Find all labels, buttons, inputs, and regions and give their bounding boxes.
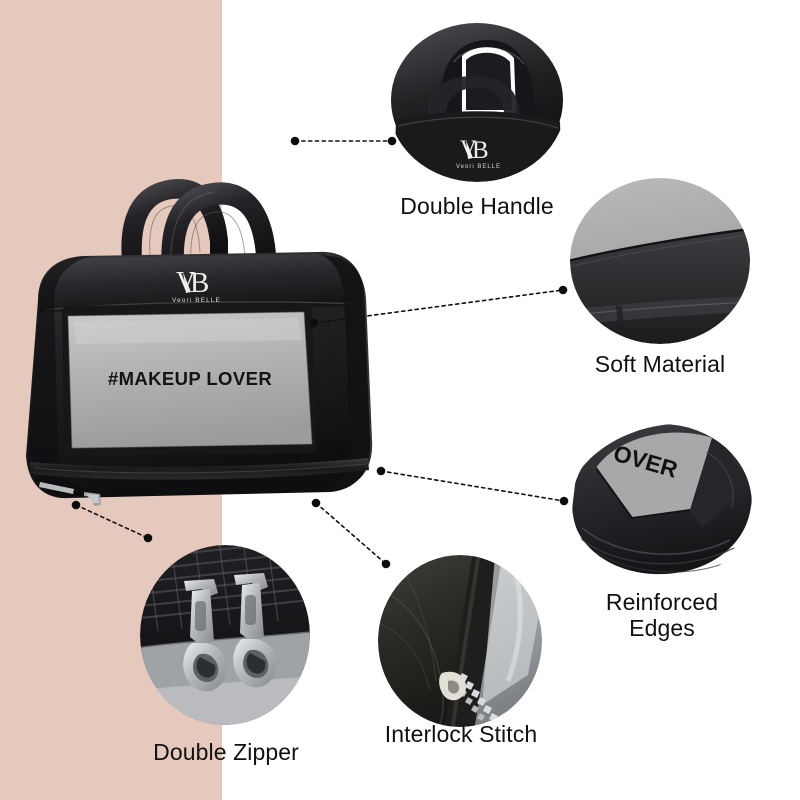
label-double-handle: Double Handle [400,193,554,219]
label-soft-material: Soft Material [594,351,726,377]
detail-circle-interlock-stitch [378,555,542,727]
stitch-teeth [459,673,498,722]
detail-circle-soft-material [570,178,750,344]
connector-endpoint-dots [71,136,569,569]
detail-circle-double-handle: V B Veori BELLE [388,22,566,182]
label-interlock-stitch: Interlock Stitch [384,721,538,747]
svg-text:Veori BELLE: Veori BELLE [456,164,501,170]
zipper-pull-left [183,579,227,692]
label-double-zipper: Double Zipper [153,739,299,765]
label-line-1: Reinforced [605,589,719,615]
svg-text:B: B [190,267,208,299]
detail-circle-reinforced-edges: OVER [572,424,752,584]
connector-double-zipper [75,504,149,539]
bag-zipper-strip [30,458,369,506]
connector-reinforced-edges [380,470,565,502]
svg-text:#MAKEUP LOVER: #MAKEUP LOVER [108,368,272,389]
svg-text:V: V [460,136,477,161]
zipper-pull-right [233,573,277,688]
svg-text:V: V [176,266,196,296]
bag-brand-logo: V B Veori BELLE [172,266,221,304]
connector-soft-material [313,289,564,324]
label-line-2: Edges [629,614,695,641]
svg-text:B: B [472,137,489,164]
connector-interlock-stitch [315,502,387,565]
detail-circle-double-zipper [140,545,310,725]
svg-text:Veori BELLE: Veori BELLE [172,297,221,304]
bag-front-panel: #MAKEUP LOVER [62,303,316,456]
